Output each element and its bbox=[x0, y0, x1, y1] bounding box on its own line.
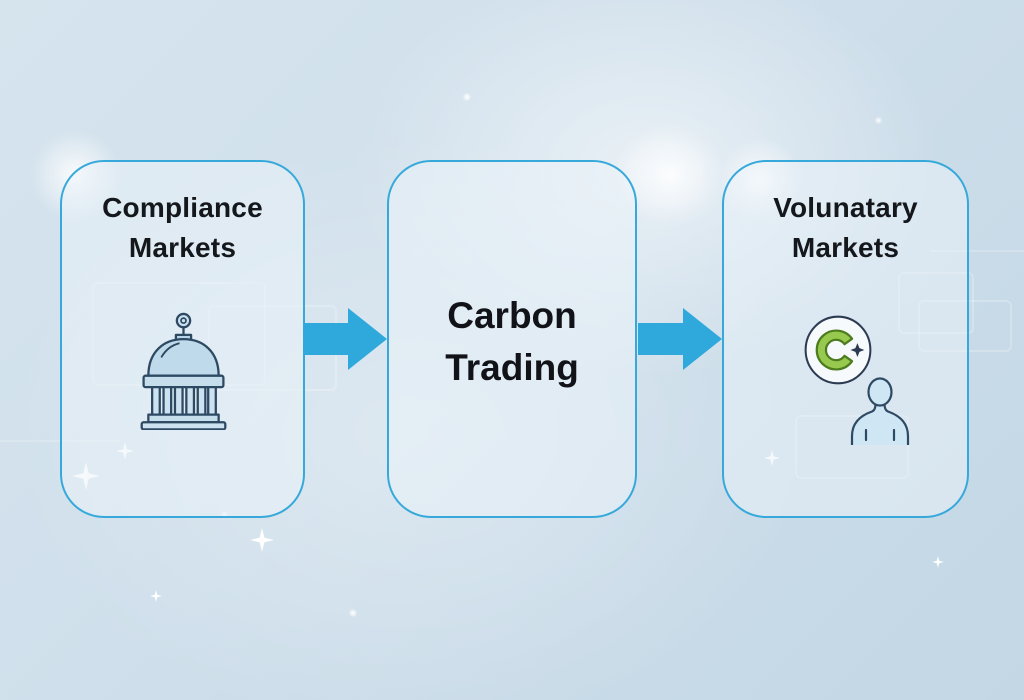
card-title-line2: Markets bbox=[128, 232, 237, 263]
sparkle-dot bbox=[350, 610, 356, 616]
government-building-icon bbox=[140, 312, 227, 430]
carbon-credit-icon bbox=[804, 315, 872, 385]
card-title-line1: Carbon bbox=[447, 295, 577, 337]
sparkle-icon bbox=[932, 556, 944, 568]
card-title-line1: Volunatary bbox=[773, 192, 918, 223]
card-title: Compliance Markets bbox=[62, 188, 303, 268]
card-carbon-trading: Carbon Trading bbox=[387, 160, 637, 518]
card-title-line1: Compliance bbox=[102, 192, 263, 223]
sparkle-dot bbox=[464, 94, 470, 100]
card-title-line2: Markets bbox=[791, 232, 900, 263]
person-icon bbox=[850, 377, 910, 445]
right-arrow-icon bbox=[638, 308, 722, 370]
sparkle-icon bbox=[250, 528, 274, 552]
ghost-line bbox=[930, 250, 1024, 252]
card-title: Volunatary Markets bbox=[724, 188, 967, 268]
sparkle-dot bbox=[876, 118, 881, 123]
sparkle-icon bbox=[150, 590, 162, 602]
card-title-line2: Trading bbox=[445, 347, 579, 389]
card-title: Carbon Trading bbox=[389, 290, 635, 394]
right-arrow-icon bbox=[303, 308, 387, 370]
